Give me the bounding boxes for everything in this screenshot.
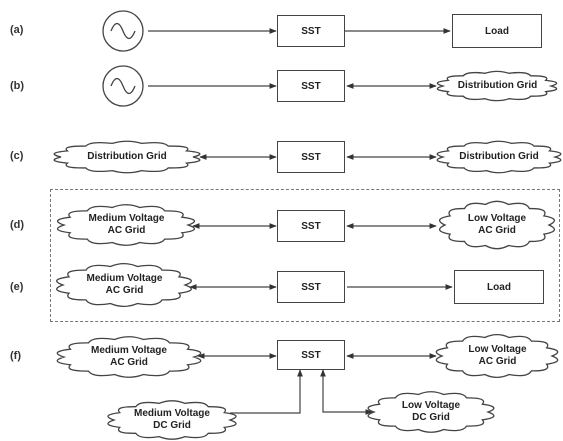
cloud-d-source [56,204,196,246]
sst-box-a: SST [277,15,345,47]
cloud-c-source-label: Distribution Grid [87,151,167,162]
row-label-f: (f) [10,350,21,362]
row-label-d: (d) [10,219,25,231]
ac-source-a-icon [102,10,144,52]
row-label-c: (c) [10,150,24,162]
row-label-b: (b) [10,80,25,92]
cloud-c-target-label: Distribution Grid [459,151,539,162]
cloud-c-source [53,140,201,174]
dashed-group-d-e [50,189,560,322]
cloud-c-target [436,140,562,174]
cloud-b-target-label: Distribution Grid [457,80,538,91]
sst-box-f: SST [277,340,345,370]
cloud-f-target [435,333,559,379]
sst-box-b: SST [277,70,345,102]
sst-box-d: SST [277,210,345,242]
sst-box-e: SST [277,271,345,303]
row-label-e: (e) [10,281,24,293]
cloud-f-mvdc [107,400,237,440]
arrow-f-lvdc-to-sst [320,369,373,415]
load-box-a: Load [452,14,542,48]
row-label-a: (a) [10,24,24,36]
cloud-f-source [56,336,202,378]
cloud-f-lvdc [367,391,495,433]
cloud-b-target [436,70,558,102]
arrow-f-mvdc-to-sst [230,369,303,414]
cloud-e-source [56,262,192,308]
sst-box-c: SST [277,141,345,173]
load-box-e: Load [454,270,544,304]
ac-source-b-icon [102,65,144,107]
cloud-d-target [439,200,555,250]
